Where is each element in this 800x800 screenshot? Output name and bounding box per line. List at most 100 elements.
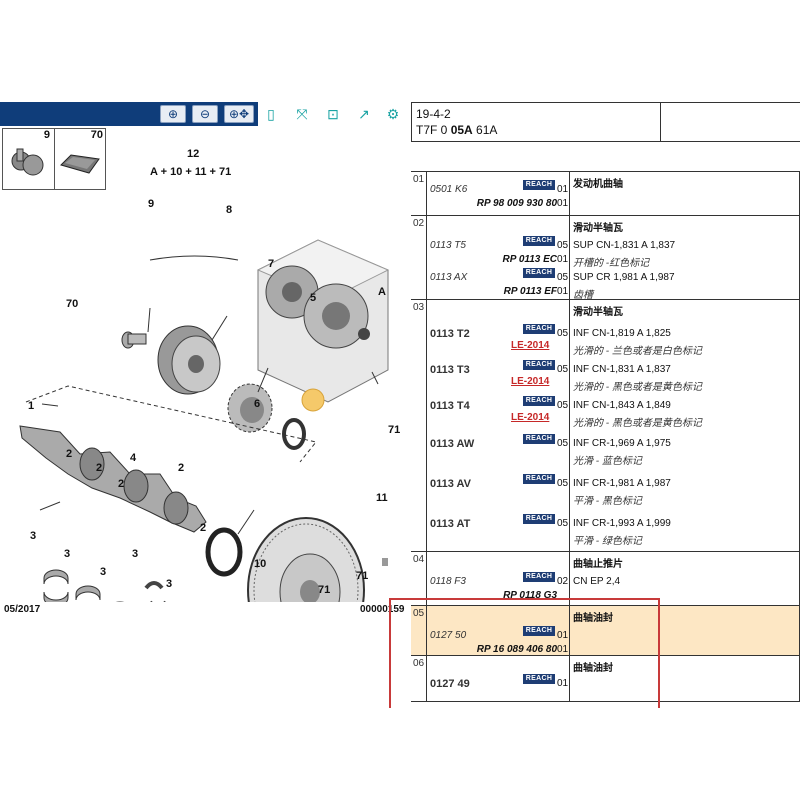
replacement-part[interactable]: RP 0113 EC — [502, 254, 557, 265]
fit-icon[interactable]: ⤧ — [296, 106, 308, 122]
part-reference[interactable]: 0113 T5 — [430, 240, 466, 251]
part-reference[interactable]: 0113 T3 — [430, 364, 470, 376]
callout-3e[interactable]: 3 — [166, 578, 173, 590]
reach-badge: REACH — [523, 180, 555, 190]
callout-71-bottom[interactable]: 71 — [318, 584, 331, 596]
part-reference[interactable]: 0113 T4 — [430, 400, 470, 412]
callout-2c[interactable]: 2 — [178, 462, 185, 474]
callout-2e[interactable]: 2 — [200, 522, 207, 534]
replacement-quantity: 01 — [557, 198, 569, 209]
part-note: 开槽的 -红色标记 — [573, 258, 650, 269]
section-title: 曲轴止推片 — [573, 559, 623, 570]
callout-9[interactable]: 9 — [148, 198, 155, 210]
replacement-part[interactable]: RP 0113 EF — [503, 286, 557, 297]
callout-5[interactable]: 5 — [310, 292, 317, 304]
callout-11[interactable]: 11 — [376, 492, 388, 504]
reach-badge: REACH — [523, 474, 555, 484]
callout-3a[interactable]: 3 — [30, 530, 37, 542]
save-icon[interactable]: ⊡ — [327, 106, 339, 122]
part-reference[interactable]: 0113 AV — [430, 478, 471, 490]
parts-header: 19-4-2 T7F 0 05A 61A — [411, 102, 661, 142]
callout-8[interactable]: 8 — [226, 204, 233, 216]
section-index: 05 — [411, 606, 427, 655]
part-note: 光滑的 - 黑色或者是黄色标记 — [573, 382, 702, 393]
part-note: 光滑的 - 兰色或者是白色标记 — [573, 346, 702, 357]
callout-70[interactable]: 70 — [66, 298, 79, 310]
section-index: 04 — [411, 552, 427, 605]
pulley — [157, 325, 221, 395]
reach-badge: REACH — [523, 674, 555, 684]
part-reference[interactable]: 0118 F3 — [430, 576, 466, 587]
part-quantity: 05 — [557, 400, 569, 411]
replacement-quantity: 01 — [557, 644, 569, 655]
thumbnail-pad[interactable]: 70 — [55, 129, 107, 189]
part-spec: INF CR-1,993 A 1,999 — [573, 518, 671, 529]
section-title: 曲轴油封 — [573, 663, 613, 674]
callout-7[interactable]: 7 — [268, 258, 275, 270]
part-reference[interactable]: 0127 50 — [430, 630, 467, 641]
reach-badge: REACH — [523, 626, 555, 636]
seal-front — [282, 418, 306, 450]
diagram-code: 19-4-2 — [416, 107, 451, 121]
part-reference[interactable]: 0113 AX — [430, 272, 468, 283]
callout-3c[interactable]: 3 — [100, 566, 107, 578]
sprocket — [227, 383, 273, 433]
reach-badge: REACH — [523, 434, 555, 444]
le-link[interactable]: LE-2014 — [511, 340, 550, 351]
column-divider — [569, 606, 570, 655]
thumbnail-bolt[interactable]: 9 — [3, 129, 55, 189]
zoom-in-icon[interactable]: ⊕ — [160, 105, 186, 123]
callout-2d[interactable]: 2 — [118, 478, 125, 490]
callout-6[interactable]: 6 — [254, 398, 261, 410]
seal-rear — [205, 527, 243, 577]
part-note: 平滑 - 绿色标记 — [573, 536, 642, 547]
diagram-id: 00000159 — [360, 604, 405, 615]
export-icon[interactable]: ↗ — [358, 106, 370, 122]
part-reference[interactable]: 0113 AT — [430, 518, 471, 530]
zoom-pan-icon[interactable]: ⊕✥ — [224, 105, 254, 123]
le-link[interactable]: LE-2014 — [511, 376, 550, 387]
part-quantity: 01 — [557, 630, 569, 641]
engine-code-pre: T7F 0 — [416, 123, 451, 137]
column-divider — [569, 172, 570, 215]
part-reference[interactable]: 0127 49 — [430, 678, 470, 690]
callout-2b[interactable]: 2 — [96, 462, 103, 474]
selection-box — [389, 598, 660, 708]
callout-a[interactable]: A — [378, 286, 386, 298]
page-icon[interactable]: ▯ — [267, 106, 275, 122]
engine-code: T7F 0 05A 61A — [416, 122, 656, 138]
callout-1[interactable]: 1 — [28, 400, 35, 412]
settings-icon[interactable]: ⚙ — [386, 106, 400, 122]
replacement-part[interactable]: RP 0118 G3 — [503, 590, 557, 601]
replacement-part[interactable]: RP 16 089 406 80 — [476, 644, 557, 655]
reach-badge: REACH — [523, 236, 555, 246]
callout-10[interactable]: 10 — [254, 558, 267, 570]
callout-2a[interactable]: 2 — [66, 448, 73, 460]
part-quantity: 05 — [557, 438, 569, 449]
callout-4[interactable]: 4 — [130, 452, 137, 464]
part-note: 光滑 - 蓝色标记 — [573, 456, 642, 467]
replacement-quantity: 01 — [557, 254, 569, 265]
callout-3d[interactable]: 3 — [132, 548, 139, 560]
callout-3b[interactable]: 3 — [64, 548, 71, 560]
callout-71-top[interactable]: 71 — [388, 424, 401, 436]
column-divider — [569, 552, 570, 605]
section-title: 发动机曲轴 — [573, 179, 623, 190]
zoom-out-icon[interactable]: ⊖ — [192, 105, 218, 123]
flywheel — [247, 517, 365, 602]
le-link[interactable]: LE-2014 — [511, 412, 550, 423]
part-reference[interactable]: 0501 K6 — [430, 184, 468, 195]
clutch-kit — [256, 239, 390, 403]
part-reference[interactable]: 0113 T2 — [430, 328, 470, 340]
replacement-part[interactable]: RP 98 009 930 80 — [476, 198, 557, 209]
reach-badge: REACH — [523, 572, 555, 582]
bearing-shells — [43, 569, 166, 602]
part-reference[interactable]: 0113 AW — [430, 438, 475, 450]
part-quantity: 02 — [557, 576, 569, 587]
callout-71-mid[interactable]: 71 — [356, 570, 369, 582]
